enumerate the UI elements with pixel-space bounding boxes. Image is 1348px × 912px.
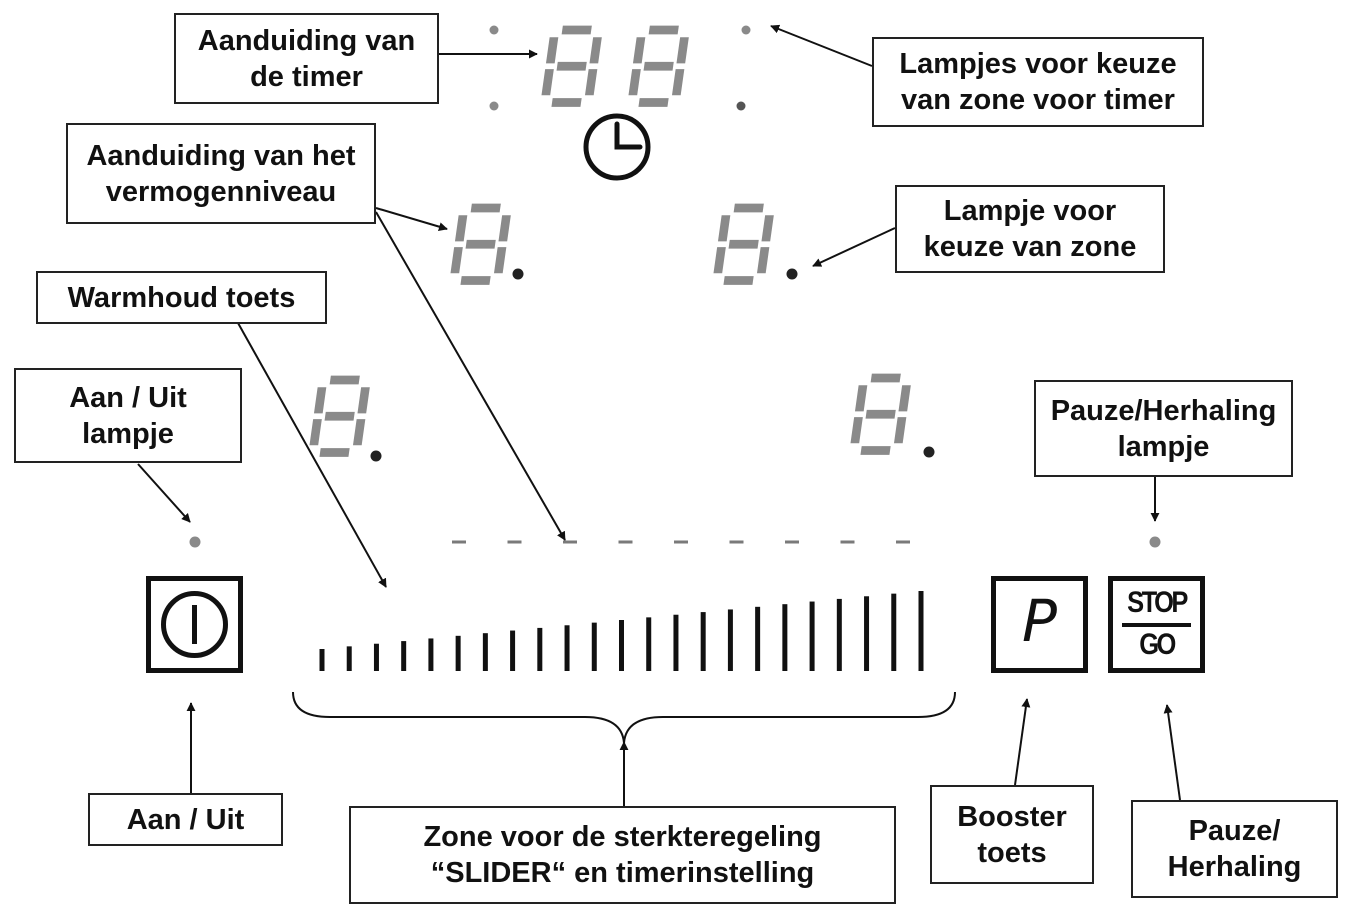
slider-bar[interactable]	[537, 627, 543, 671]
zone-power-digit	[309, 375, 370, 457]
slider-bar[interactable]	[401, 641, 407, 671]
digit-segment	[632, 37, 646, 64]
digit-segment	[713, 247, 726, 274]
label-pause-repeat: Pauze/ Herhaling	[1131, 800, 1338, 898]
go-label: GO	[1139, 628, 1176, 661]
timer-digit	[541, 25, 602, 107]
label-booster-key: Booster toets	[930, 785, 1094, 884]
label-on-off-light: Aan / Uit lampje	[14, 368, 242, 463]
on-off-button[interactable]	[146, 576, 243, 673]
slider-brace	[292, 691, 956, 744]
timer-zone-led	[741, 25, 751, 35]
digit-segment	[676, 37, 689, 64]
power-icon	[161, 591, 228, 658]
digit-segment	[450, 247, 463, 274]
slider-bar[interactable]	[836, 598, 842, 671]
slider-bar[interactable]	[700, 612, 706, 671]
digit-segment	[584, 69, 598, 96]
slider-bar[interactable]	[346, 646, 352, 671]
zone-power-digit	[713, 203, 774, 285]
digit-segment	[545, 37, 559, 64]
label-pause-repeat-light: Pauze/Herhaling lampje	[1034, 380, 1293, 477]
digit-segment	[898, 385, 911, 412]
digit-segment	[541, 69, 554, 96]
slider-bar[interactable]	[510, 630, 516, 671]
label-on-off: Aan / Uit	[88, 793, 283, 846]
timer-zone-led	[489, 101, 499, 111]
slider-bar[interactable]	[809, 601, 815, 671]
label-zone-select-light: Lampje voor keuze van zone	[895, 185, 1165, 273]
slider-bar[interactable]	[918, 591, 924, 671]
digit-segment	[717, 215, 731, 242]
stop-go-divider	[1122, 623, 1191, 627]
slider-bar[interactable]	[591, 622, 597, 671]
booster-button[interactable]: P	[991, 576, 1088, 673]
digit-segment	[352, 419, 366, 446]
slider-bar[interactable]	[864, 596, 870, 671]
zone-select-led	[786, 268, 798, 280]
digit-segment	[313, 387, 327, 414]
arrow-keep-warm-key	[237, 322, 387, 588]
slider-bar[interactable]	[755, 606, 761, 671]
slider-bar[interactable]	[782, 604, 788, 671]
digit-segment	[309, 419, 322, 446]
zone-power-digit	[450, 203, 511, 285]
slider-bar[interactable]	[727, 609, 733, 671]
stop-label: STOP	[1127, 586, 1188, 619]
timer-zone-led	[736, 101, 746, 111]
digit-segment	[761, 215, 774, 242]
digit-segment	[498, 215, 511, 242]
digit-segment	[493, 247, 507, 274]
digit-segment	[357, 387, 370, 414]
slider-bar[interactable]	[455, 635, 461, 671]
arrow-power-level-display	[375, 207, 448, 232]
zone-select-led	[923, 446, 935, 458]
label-power-level-display: Aanduiding van het vermogenniveau	[66, 123, 376, 224]
label-slider-zone: Zone voor de sterkteregeling “SLIDER“ en…	[349, 806, 896, 904]
on-off-led	[189, 536, 201, 548]
slider-bar[interactable]	[673, 614, 679, 671]
label-timer-display: Aanduiding van de timer	[174, 13, 439, 104]
digit-segment	[671, 69, 685, 96]
slider-bar[interactable]	[428, 638, 434, 671]
digit-segment	[589, 37, 602, 64]
label-timer-zone-lights: Lampjes voor keuze van zone voor timer	[872, 37, 1204, 127]
arrow-on-off-light	[137, 463, 191, 523]
timer-zone-led	[489, 25, 499, 35]
digit-segment	[756, 247, 770, 274]
pause-repeat-led	[1149, 536, 1161, 548]
timer-digit	[628, 25, 689, 107]
zone-power-digit	[850, 373, 911, 455]
slider-bar[interactable]	[373, 643, 379, 671]
clock-icon	[583, 113, 651, 181]
digit-segment	[454, 215, 468, 242]
slider-bar[interactable]	[891, 593, 897, 671]
arrow-pause-repeat	[1163, 704, 1181, 801]
arrow-zone-select-light	[812, 227, 896, 267]
digit-segment	[854, 385, 868, 412]
arrow-booster-key	[1014, 698, 1031, 786]
stop-go-button[interactable]: STOP GO	[1108, 576, 1205, 673]
power-slider[interactable]	[319, 591, 924, 671]
timer-display	[541, 25, 689, 107]
label-keep-warm-key: Warmhoud toets	[36, 271, 327, 324]
zone-select-led	[512, 268, 524, 280]
digit-segment	[628, 69, 641, 96]
slider-bar[interactable]	[564, 625, 570, 671]
arrow-timer-zone-lights	[770, 24, 873, 67]
digit-segment	[850, 417, 863, 444]
arrow-power-level-slider	[375, 211, 566, 541]
slider-bar[interactable]	[646, 617, 652, 671]
booster-glyph: P	[1022, 587, 1057, 655]
slider-bar[interactable]	[482, 633, 488, 671]
zone-select-led	[370, 450, 382, 462]
slider-bar[interactable]	[319, 649, 325, 671]
digit-segment	[893, 417, 907, 444]
slider-bar[interactable]	[619, 620, 624, 671]
